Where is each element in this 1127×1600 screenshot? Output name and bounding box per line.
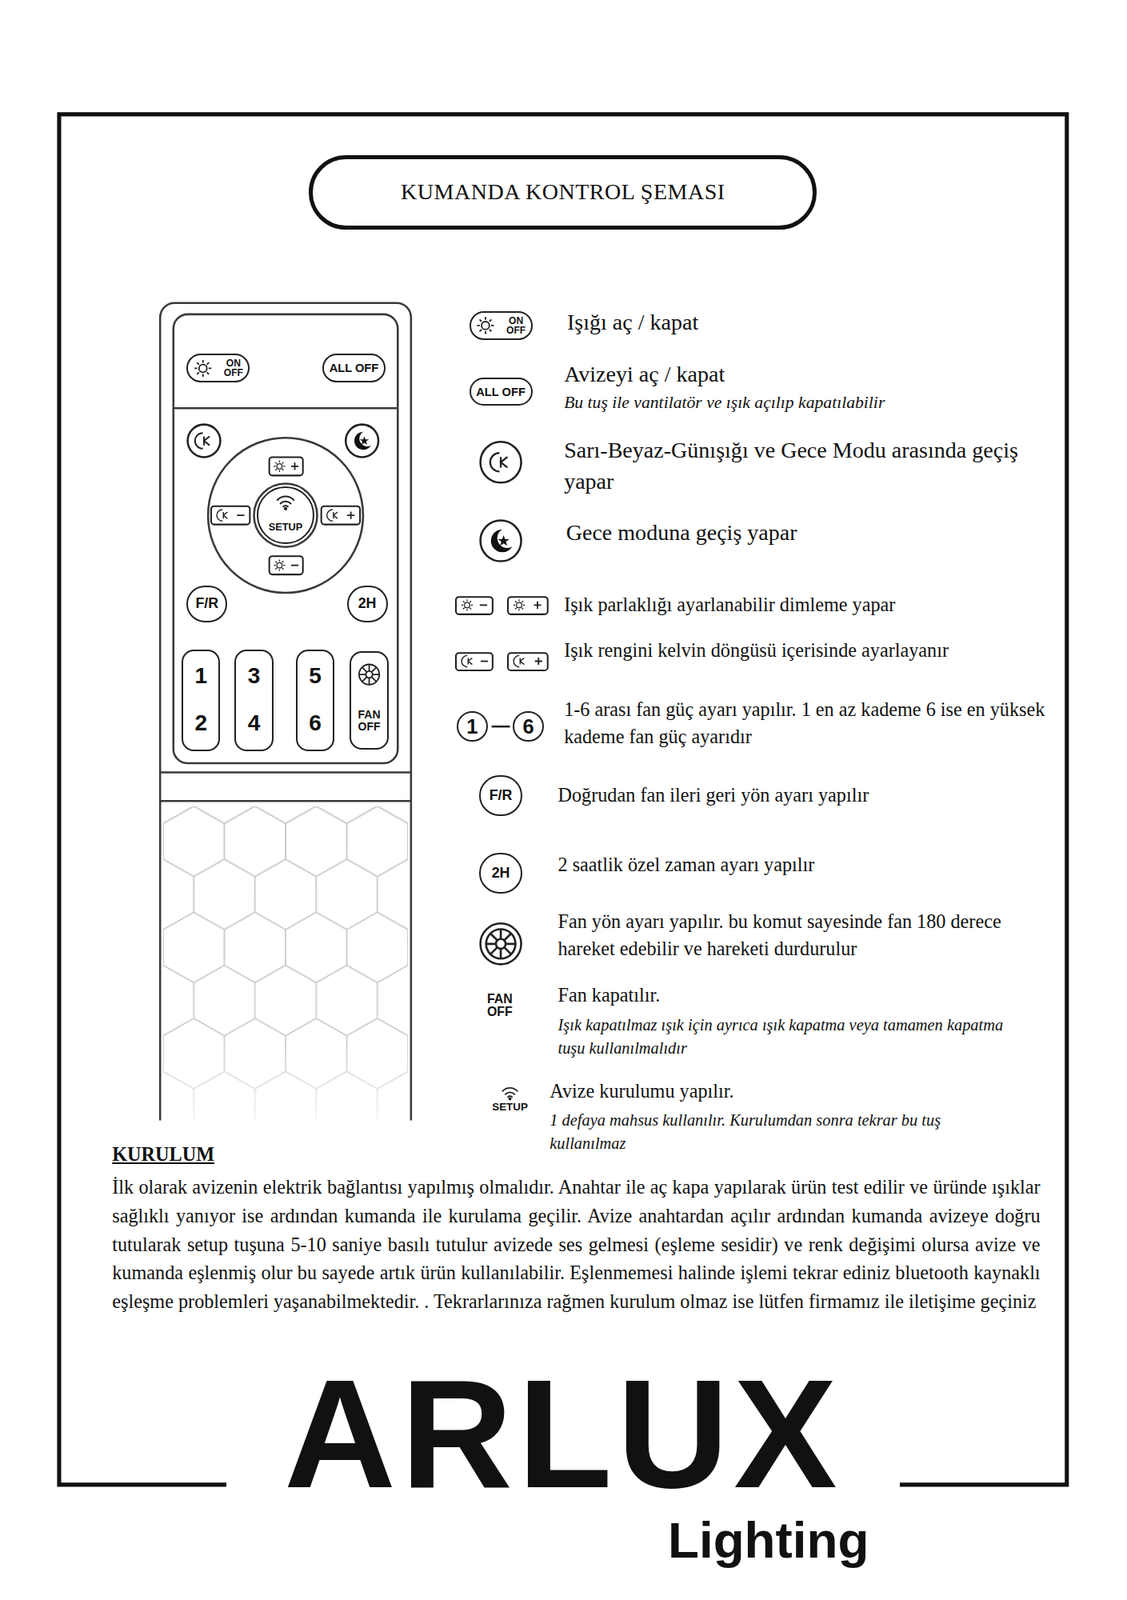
button-label: ALL OFF [329, 361, 380, 375]
button-description: Işığı aç / kapat [567, 307, 1057, 336]
icon-label: FAN OFF [479, 992, 520, 1019]
timer-icon: 2H [479, 852, 523, 894]
button-label: F/R [489, 787, 513, 804]
button-note: Bu tuş ile vantilatör ve ışık açılıp kap… [563, 391, 1054, 414]
button-description: 1-6 arası fan güç ayarı yapılır. 1 en az… [563, 695, 1054, 751]
speed-button: 1 2 [181, 649, 220, 752]
setup-button: SETUP [256, 486, 314, 544]
button-note: 1 defaya mahsus kullanılır. Kurulumdan s… [549, 1108, 1020, 1155]
on-off-icon: ON OFF [469, 311, 533, 340]
remote-body [159, 303, 412, 1121]
button-label: F/R [195, 595, 219, 612]
button-description: Fan yön ayarı yapılır. bu komut sayesind… [557, 907, 1037, 963]
button-description: Sarı-Beyaz-Günışığı ve Gece Modu arasınd… [563, 434, 1032, 498]
button-description: Gece moduna geçiş yapar [566, 518, 1056, 547]
remote-icons [187, 359, 380, 685]
page-frame [59, 114, 1068, 1485]
speed-min-icon: 1 [456, 711, 488, 742]
button-description: Avizeyi aç / kapat [563, 359, 1054, 388]
button-label: SETUP [268, 521, 304, 533]
speed-max-icon: 6 [512, 711, 544, 742]
button-label: 1 [466, 715, 478, 738]
all-off-button: ALL OFF [322, 353, 386, 383]
title-box: KUMANDA KONTROL ŞEMASI [308, 155, 817, 230]
button-note: Işık kapatılmaz ışık için ayrıca ışık ka… [557, 1013, 1032, 1060]
legend-icons [455, 316, 548, 1100]
speed-button: 5 6 [295, 649, 335, 752]
button-description: Işık parlaklığı ayarlanabilir dimleme ya… [563, 592, 1054, 617]
timer-button: 2H [347, 585, 388, 623]
title-text: KUMANDA KONTROL ŞEMASI [400, 179, 726, 205]
button-label: ON OFF [223, 358, 244, 378]
button-description: Işık rengini kelvin döngüsü içerisinde a… [563, 638, 1054, 663]
button-description: Doğrudan fan ileri geri yön ayarı yapılı… [557, 783, 1048, 808]
direction-button: F/R [186, 585, 228, 623]
direction-icon: F/R [479, 775, 523, 816]
on-off-button: ON OFF [186, 353, 250, 383]
all-off-icon: ALL OFF [469, 377, 533, 407]
button-label: 2H [491, 865, 511, 882]
button-description: Avize kurulumu yapılır. [549, 1079, 1029, 1104]
setup-instructions: İlk olarak avizenin elektrik bağlantısı … [111, 1172, 1040, 1315]
button-description: 2 saatlik özel zaman ayarı yapılır [557, 852, 1048, 877]
button-label: 5 6 [308, 652, 322, 748]
button-label: 3 4 [247, 652, 261, 748]
brand-subtitle: Lighting [551, 1511, 870, 1568]
speed-button: 3 4 [234, 649, 273, 752]
button-label: ON OFF [506, 315, 526, 336]
button-label: 6 [522, 715, 534, 738]
button-label: 2H [358, 595, 377, 612]
fan-off-button: FAN OFF [349, 651, 388, 751]
button-label: ALL OFF [475, 385, 526, 399]
section-heading: KURULUM [111, 1142, 316, 1167]
icon-label: SETUP [483, 1101, 536, 1112]
button-label: 1 2 [194, 652, 208, 748]
button-description: Fan kapatılır. [557, 983, 1048, 1008]
brand-logo: ARLUX [226, 1356, 900, 1512]
button-label: FAN OFF [358, 708, 381, 732]
